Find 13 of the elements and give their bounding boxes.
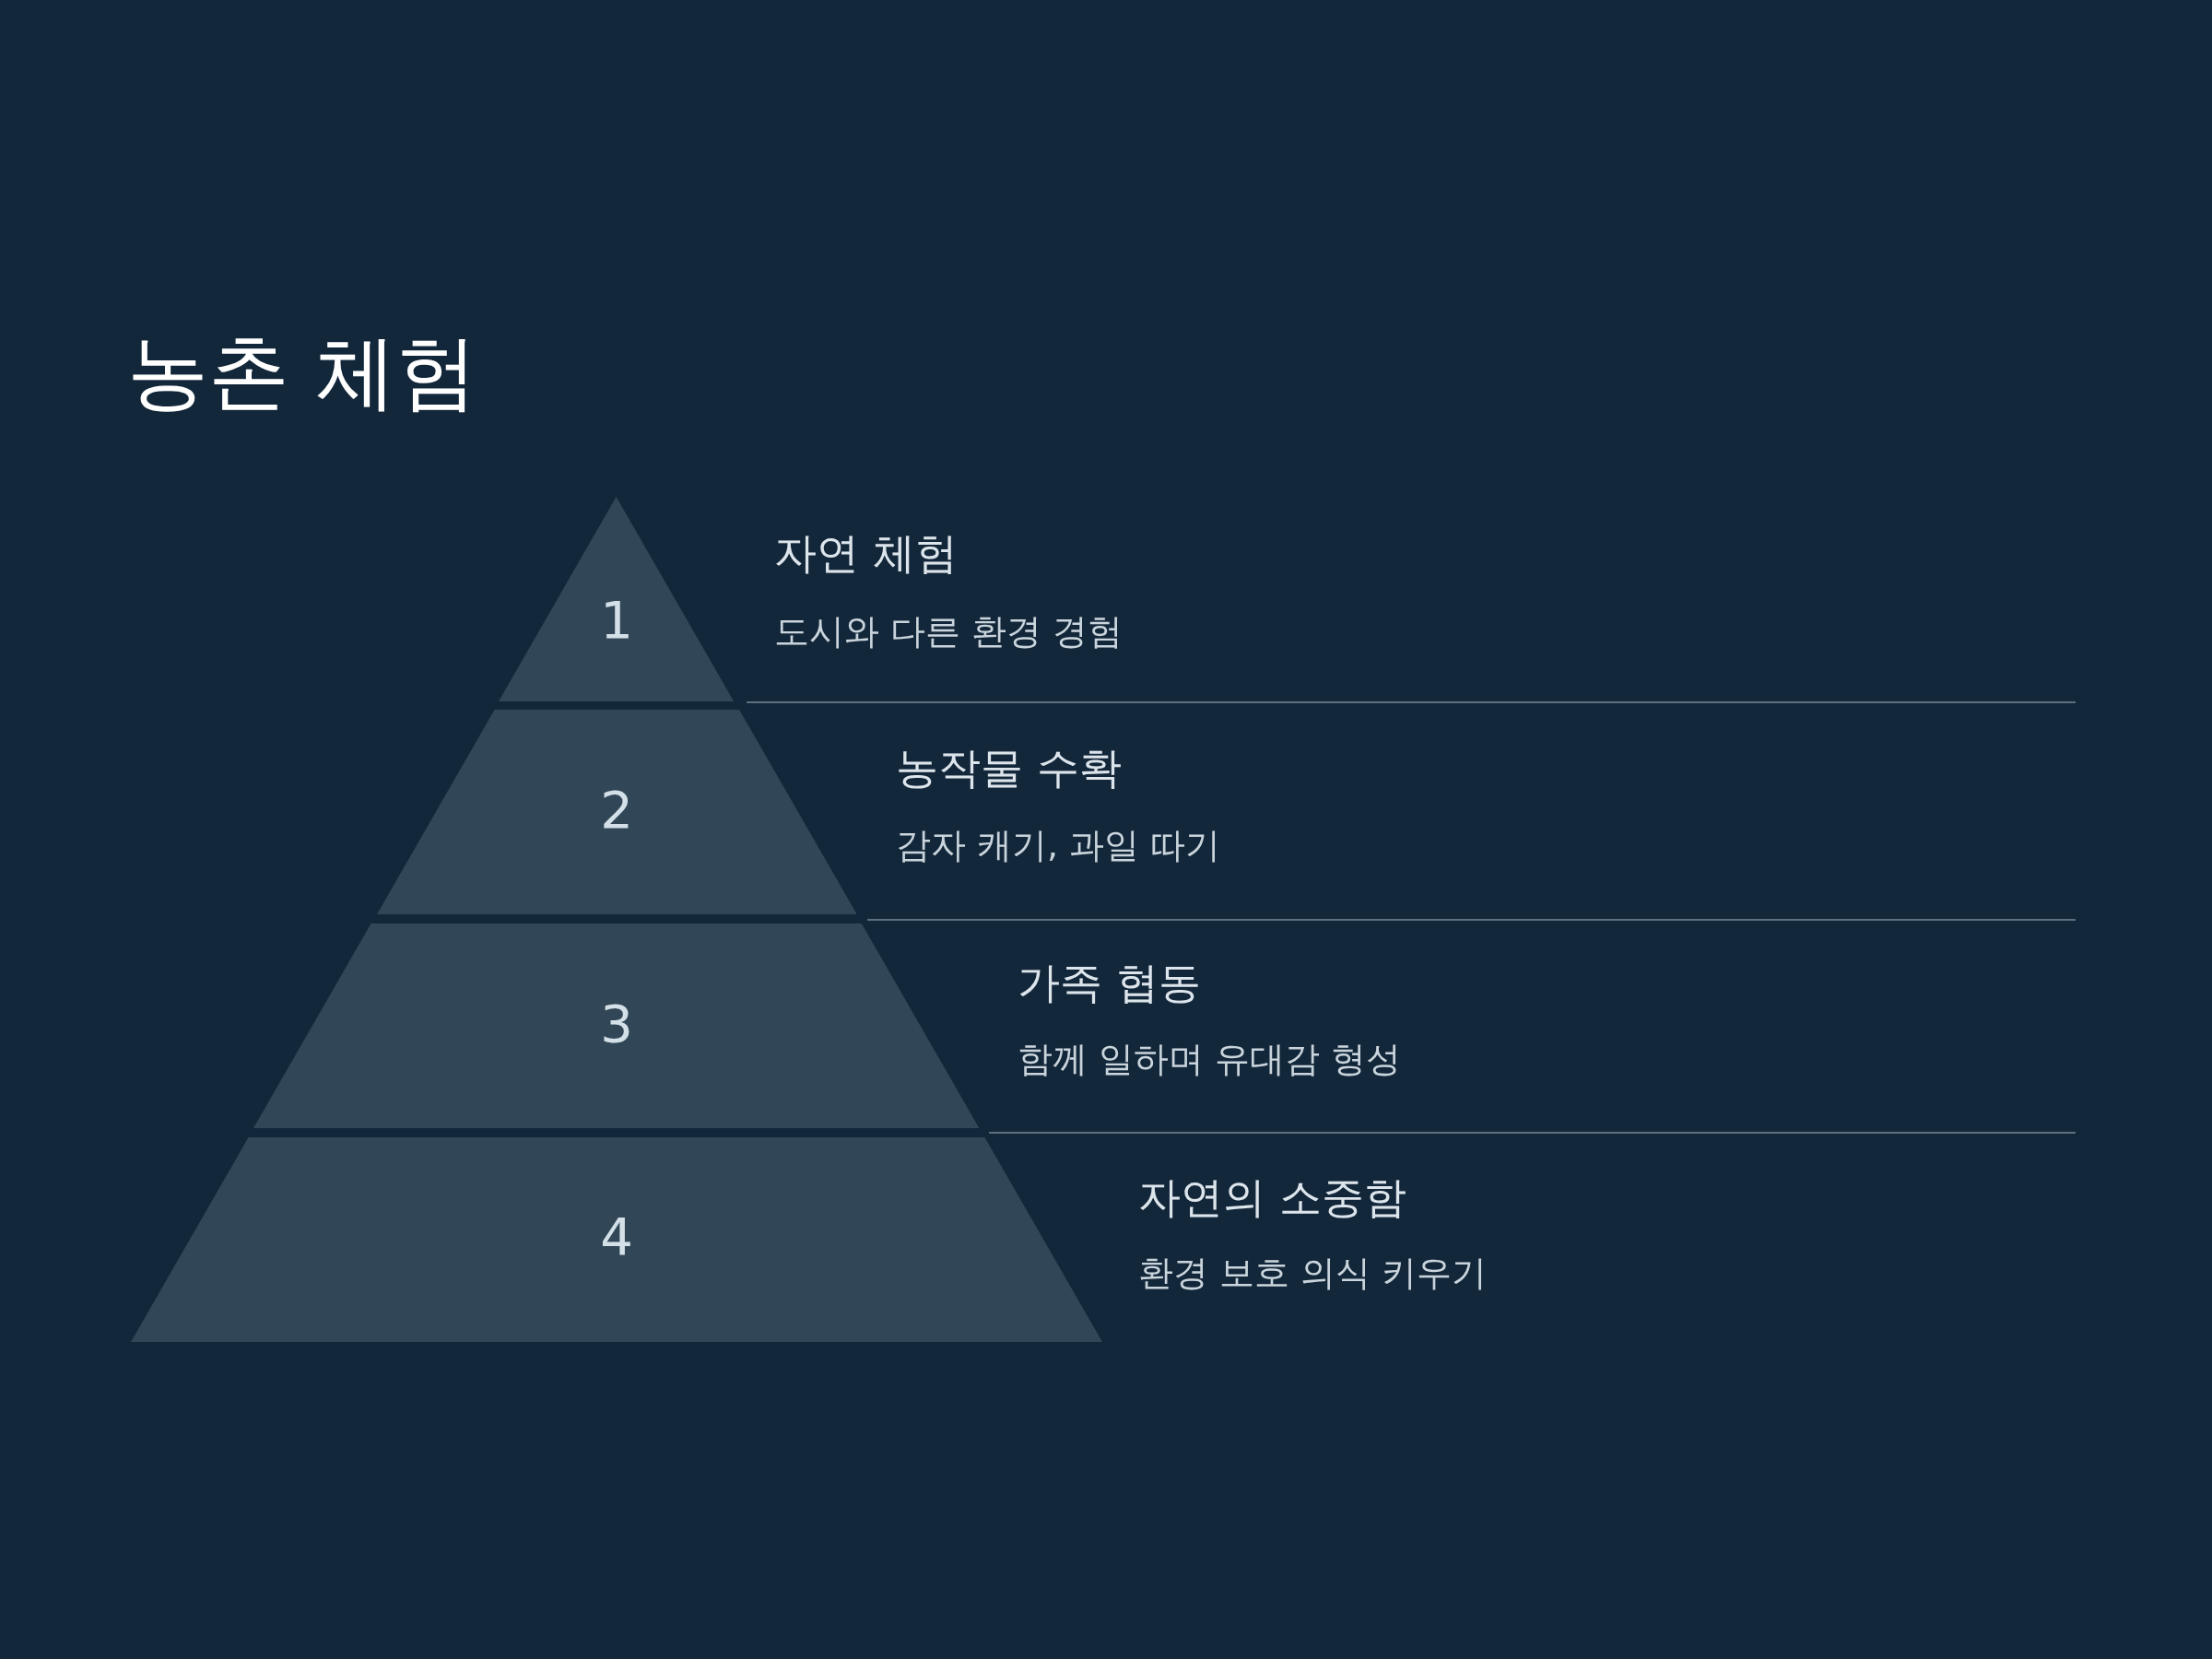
level-heading: 가족 협동 xyxy=(1018,961,1201,1004)
level-heading: 농작물 수확 xyxy=(896,747,1122,789)
level-description: 환경 보호 의식 키우기 xyxy=(1138,1255,1488,1290)
level-description: 도시와 다른 환경 경험 xyxy=(774,614,1124,649)
title: 농촌 체험 xyxy=(127,324,477,421)
level-heading: 자연의 소중함 xyxy=(1138,1176,1406,1218)
level-description: 감자 캐기, 과일 따기 xyxy=(896,828,1221,863)
level-heading: 자연 체험 xyxy=(774,532,958,574)
level-number: 3 xyxy=(599,998,634,1050)
level-number: 2 xyxy=(599,784,634,836)
level-description: 함께 일하며 유대감 형성 xyxy=(1018,1041,1402,1077)
level-number: 4 xyxy=(599,1211,634,1263)
level-number: 1 xyxy=(599,594,634,646)
